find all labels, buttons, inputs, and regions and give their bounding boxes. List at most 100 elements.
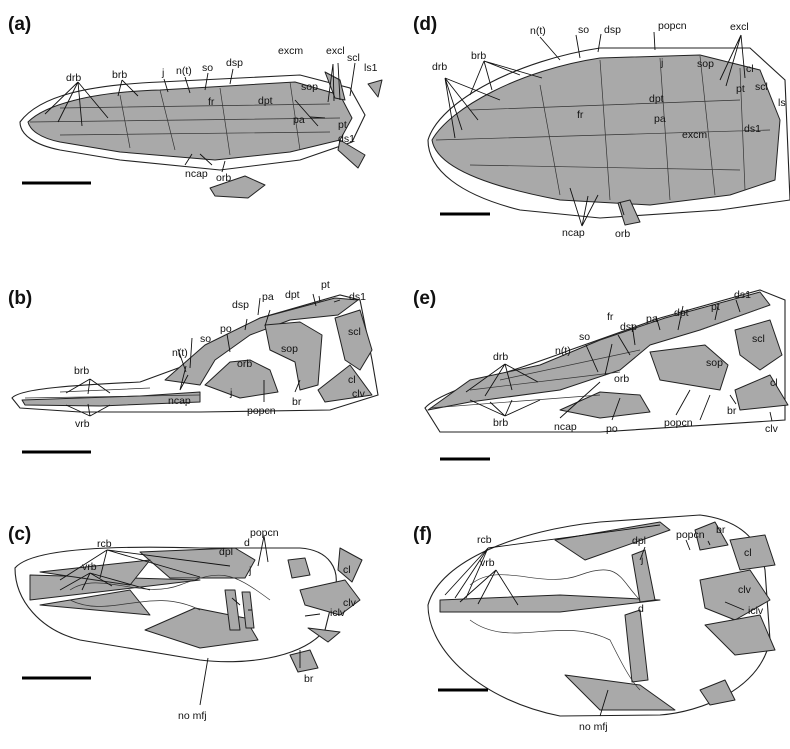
- label-ds1: ds1: [338, 133, 355, 145]
- label-sop: sop: [697, 58, 714, 70]
- label-pt: pt: [736, 83, 745, 95]
- label-pa: pa: [646, 313, 658, 325]
- label-pt: pt: [338, 119, 347, 131]
- label-drb: drb: [493, 351, 508, 363]
- label-d: d: [244, 537, 250, 549]
- label-excl: excl: [730, 21, 749, 33]
- label-dsp: dsp: [226, 57, 243, 69]
- label-ncap: ncap: [562, 227, 585, 239]
- label-dsp: dsp: [232, 299, 249, 311]
- label-dpt: dpt: [649, 93, 664, 105]
- label-brb: brb: [471, 50, 486, 62]
- panel-d: (d) brb n(t) so dsp popcn excl drb j sop…: [413, 14, 790, 240]
- label-dsp: dsp: [620, 321, 637, 333]
- label-scl: scl: [755, 81, 768, 93]
- label-ncap: ncap: [185, 168, 208, 180]
- label-so: so: [202, 62, 213, 74]
- label-scl: scl: [348, 326, 361, 338]
- label-ds1: ds1: [349, 291, 366, 303]
- label-fr: fr: [577, 109, 584, 121]
- label-po: po: [606, 423, 618, 435]
- label-dsp: dsp: [604, 24, 621, 36]
- label-scl: scl: [347, 52, 360, 64]
- label-clv: clv: [352, 388, 366, 400]
- label-popcn: popcn: [676, 529, 705, 541]
- label-n-t-: n(t): [530, 25, 546, 37]
- label-ls: ls: [778, 97, 786, 109]
- panel-e: (e) ds1 pt dpt dsp pa fr so drb n(t) scl…: [413, 288, 788, 459]
- label-sop: sop: [301, 81, 318, 93]
- label-scl: scl: [752, 333, 765, 345]
- label-so: so: [200, 333, 211, 345]
- label-ds1: ds1: [734, 289, 751, 301]
- label-orb: orb: [615, 228, 630, 240]
- label-br: br: [304, 673, 314, 685]
- label-dpl: dpl: [632, 535, 646, 547]
- label-ls1: ls1: [364, 62, 378, 74]
- label-excm: excm: [682, 129, 707, 141]
- label-iclv: iclv: [330, 607, 346, 619]
- label-dpt: dpt: [258, 95, 273, 107]
- label-popcn: popcn: [664, 417, 693, 429]
- label-drb: drb: [432, 61, 447, 73]
- panel-a-letter: (a): [8, 14, 31, 35]
- label-popcn: popcn: [658, 20, 687, 32]
- label-brb: brb: [74, 365, 89, 377]
- label-excm: excm: [278, 45, 303, 57]
- label-j: j: [229, 387, 232, 399]
- label-d: d: [638, 603, 644, 615]
- panel-b-letter: (b): [8, 288, 32, 309]
- label-iclv: iclv: [748, 605, 764, 617]
- label-popcn: popcn: [250, 527, 279, 539]
- label-so: so: [579, 331, 590, 343]
- label-br: br: [292, 396, 302, 408]
- label-no-mfj: no mfj: [579, 721, 608, 733]
- panel-c: (c) rcb vrb popcn dpl d j cl clv iclv no…: [8, 524, 362, 722]
- panel-b: (b) dpt pt ds1 dsp pa po so n(t) sop scl…: [8, 279, 378, 452]
- label-cl: cl: [770, 377, 778, 389]
- panel-d-letter: (d): [413, 14, 437, 35]
- label-fr: fr: [208, 96, 215, 108]
- label-pa: pa: [293, 114, 305, 126]
- label-j: j: [640, 554, 643, 566]
- label-popcn: popcn: [247, 405, 276, 417]
- label-ncap: ncap: [554, 421, 577, 433]
- label-cl: cl: [746, 63, 754, 75]
- panel-a: (a) drb brb j n(t) so dsp excm excl scl …: [8, 14, 382, 198]
- label-pa: pa: [262, 291, 274, 303]
- label-n-t-: n(t): [555, 345, 571, 357]
- label-cl: cl: [343, 564, 351, 576]
- panel-c-letter: (c): [8, 524, 31, 545]
- label-j: j: [660, 57, 663, 69]
- label-sop: sop: [706, 357, 723, 369]
- label-rcb: rcb: [97, 538, 112, 550]
- label-rcb: rcb: [477, 534, 492, 546]
- label-pt: pt: [711, 301, 720, 313]
- label-vrb: vrb: [82, 561, 97, 573]
- label-dpl: dpl: [219, 546, 233, 558]
- label-so: so: [578, 24, 589, 36]
- label-vrb: vrb: [480, 557, 495, 569]
- label-pa: pa: [654, 113, 666, 125]
- panel-f-letter: (f): [413, 524, 432, 545]
- label-ncap: ncap: [168, 395, 191, 407]
- label-fr: fr: [607, 311, 614, 323]
- label-dpt: dpt: [674, 307, 689, 319]
- label-vrb: vrb: [75, 418, 90, 430]
- label-sop: sop: [281, 343, 298, 355]
- label-excl: excl: [326, 45, 345, 57]
- label-cl: cl: [744, 547, 752, 559]
- label-no-mfj: no mfj: [178, 710, 207, 722]
- label-br: br: [716, 524, 726, 536]
- label-j: j: [161, 67, 164, 79]
- label-orb: orb: [237, 358, 252, 370]
- label-n-t-: n(t): [176, 65, 192, 77]
- panel-f: (f) dpl popcn br rcb vrb j cl d clv iclv…: [413, 515, 775, 733]
- label-pt: pt: [321, 279, 330, 291]
- label-dpt: dpt: [285, 289, 300, 301]
- label-orb: orb: [216, 172, 231, 184]
- label-brb: brb: [493, 417, 508, 429]
- label-brb: brb: [112, 69, 127, 81]
- label-br: br: [727, 405, 737, 417]
- panel-e-letter: (e): [413, 288, 436, 309]
